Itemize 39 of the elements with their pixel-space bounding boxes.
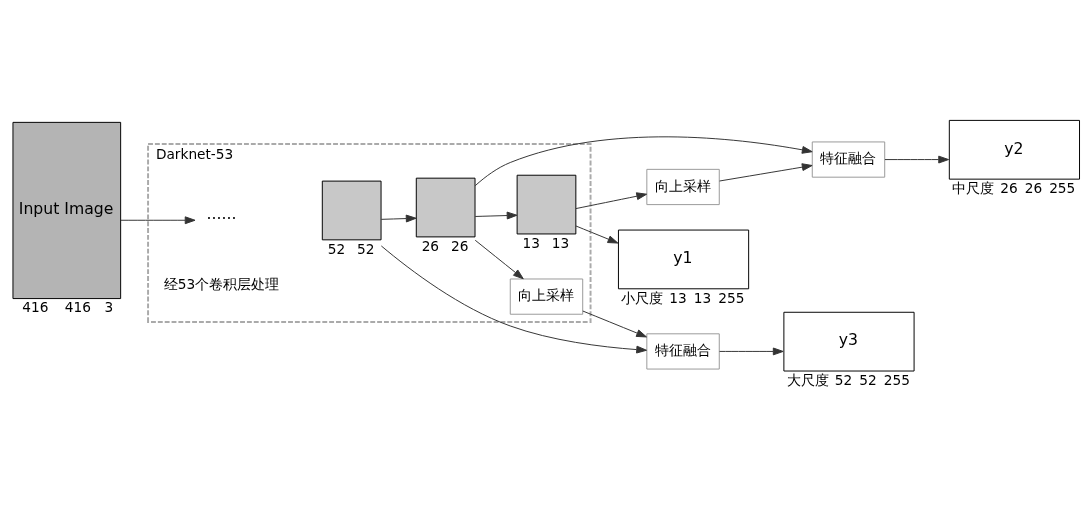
- node-label: 416: [64, 298, 91, 315]
- node-label: 3: [104, 298, 114, 315]
- arrow: [719, 162, 813, 181]
- node-box: 向上采样: [646, 168, 720, 205]
- node-label: 255: [1049, 179, 1076, 196]
- node-label: 52: [327, 240, 346, 257]
- arrow: [474, 135, 813, 186]
- node-box: 特征融合: [646, 332, 720, 370]
- node-label: 26: [451, 237, 469, 254]
- node-box: 特征融合: [811, 140, 886, 178]
- node-label: 大尺度: [786, 371, 829, 388]
- node-label: 13: [669, 289, 687, 306]
- arrow: [575, 191, 648, 209]
- arrow: [884, 155, 950, 163]
- node-label: 26: [421, 237, 440, 254]
- node-label: 26: [1000, 179, 1018, 196]
- arrow: [719, 347, 784, 355]
- node-label: 13: [693, 289, 712, 306]
- node-label: 26: [1024, 179, 1043, 196]
- node-label: 416: [22, 298, 49, 315]
- arrow: [380, 214, 417, 222]
- node-text: ······: [206, 208, 237, 228]
- node-label: 中尺度: [952, 179, 995, 196]
- node-label: 经53个卷积层处理: [163, 275, 280, 292]
- node-box: 向上采样: [509, 278, 584, 315]
- arrow: [474, 211, 518, 219]
- node-label: 小尺度: [621, 289, 664, 306]
- node-label: 13: [551, 234, 570, 251]
- arrow: [474, 239, 524, 279]
- arrow: [380, 244, 647, 353]
- node-label: 52: [834, 371, 853, 388]
- node-label: 255: [883, 371, 910, 388]
- node-label: 52: [357, 240, 375, 257]
- arrow: [575, 225, 619, 244]
- arrow: [582, 310, 647, 337]
- node-label: 13: [522, 234, 540, 251]
- arrow: [120, 215, 196, 224]
- node-label: 255: [718, 289, 745, 306]
- node-label: 52: [859, 371, 877, 388]
